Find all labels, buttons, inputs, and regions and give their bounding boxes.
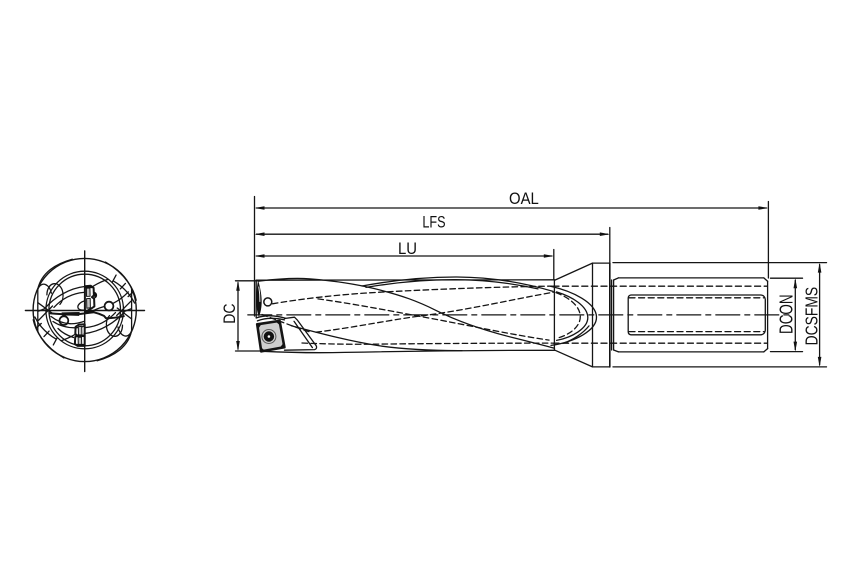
svg-text:DC: DC <box>220 303 239 323</box>
svg-text:LU: LU <box>398 240 417 258</box>
svg-text:OAL: OAL <box>509 190 539 208</box>
svg-text:DCON: DCON <box>777 294 797 334</box>
svg-text:DCSFMS: DCSFMS <box>801 287 821 346</box>
svg-text:LFS: LFS <box>422 214 445 232</box>
